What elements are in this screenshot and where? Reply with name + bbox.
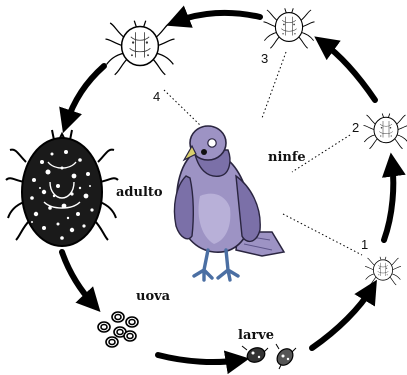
label-larvae: larve (238, 328, 274, 343)
larva-icon (242, 344, 296, 369)
arrow-larvae-to-1 (312, 288, 372, 348)
mite-stage-1 (365, 257, 401, 285)
label-nymphs: ninfe (268, 150, 306, 165)
eggs-icon (98, 312, 138, 347)
mite-stage-2 (364, 114, 407, 149)
mite-stage-3 (264, 8, 315, 48)
arrow-adult-to-eggs (62, 252, 94, 305)
mite-stage-4 (106, 21, 175, 75)
stage-number-4: 4 (153, 89, 160, 104)
arrow-2-to-3 (322, 42, 375, 100)
stage-number-3: 3 (261, 51, 268, 66)
stage-number-2: 2 (352, 120, 359, 135)
arrow-1-to-2 (384, 162, 393, 240)
engorged-mite-icon (6, 130, 118, 246)
arrow-4-to-adult (66, 66, 104, 124)
label-adult: adulto (116, 185, 163, 200)
arrow-eggs-to-larvae (158, 355, 240, 362)
label-eggs: uova (136, 289, 171, 304)
arrow-3-to-4 (175, 13, 260, 22)
stage-number-1: 1 (361, 237, 368, 252)
